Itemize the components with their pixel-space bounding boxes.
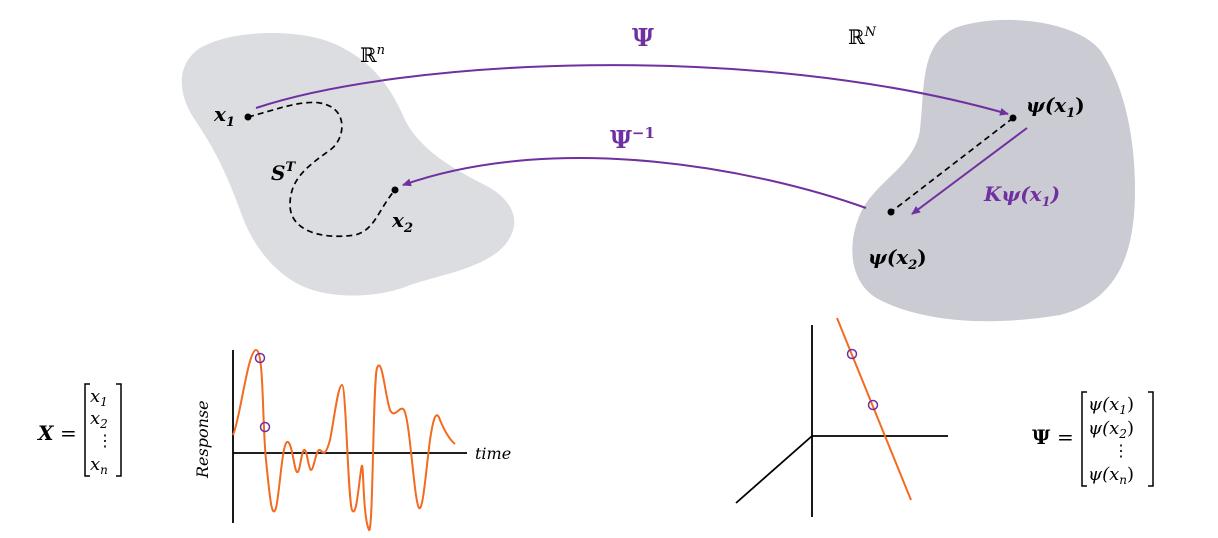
obs-vector-lhs: Ψ [1032, 425, 1051, 449]
state-entry-2: x2 [90, 408, 108, 431]
state-vector-left-bracket [84, 383, 90, 477]
point-x2 [391, 186, 399, 194]
label-trajectory: ST [271, 160, 296, 185]
observable-vector: Ψ = ψ(x1) ψ(x2) ⋮ ψ(xn) [1032, 391, 1154, 487]
lifted-sample-2 [867, 399, 879, 411]
koopman-label: Kψ(x1) [983, 182, 1060, 210]
response-ylabel: Response [193, 400, 212, 479]
label-psi-x1: ψ(x1) [1026, 93, 1085, 121]
state-vector-eq: = [60, 421, 77, 445]
label-x1: x1 [213, 102, 235, 130]
psi-forward-arrow [255, 64, 1009, 116]
obs-vector-eq: = [1057, 425, 1074, 449]
trajectory-curve [247, 101, 396, 238]
state-vector-right-bracket [116, 383, 122, 477]
obs-entry-2: ψ(x2) [1088, 418, 1134, 441]
response-signal [232, 348, 456, 532]
label-psi-x2: ψ(x2) [868, 245, 927, 273]
state-entry-dots: ⋮ [97, 431, 113, 450]
axis-diagonal [735, 435, 813, 504]
obs-entry-n: ψ(xn) [1088, 464, 1134, 487]
psi-forward-label: Ψ [632, 23, 654, 52]
state-space-blob [181, 32, 515, 296]
state-space-label: ℝn [360, 43, 385, 67]
psi-inverse-arrow [402, 157, 867, 209]
point-psi-x2 [887, 208, 895, 216]
obs-entry-1: ψ(x1) [1088, 394, 1134, 417]
obs-vector-right-bracket [1148, 391, 1154, 487]
observable-space-blob [852, 19, 1135, 322]
point-x1 [244, 113, 252, 121]
psi-inverse-label: Ψ−1 [610, 124, 655, 154]
lifted-trajectory-line [890, 117, 1014, 213]
state-entry-1: x1 [90, 386, 108, 409]
response-sample-1 [254, 352, 266, 364]
response-sample-2 [259, 421, 271, 433]
state-vector-lhs: X [36, 421, 55, 445]
response-xlabel: time [475, 444, 511, 463]
state-vector: X = x1 x2 ⋮ xn [36, 383, 122, 477]
state-entry-n: xn [90, 454, 108, 477]
obs-entry-dots: ⋮ [1113, 441, 1129, 460]
response-plot: Response time [193, 348, 511, 532]
lifted-axes-plot [735, 317, 948, 517]
point-psi-x1 [1009, 114, 1017, 122]
obs-vector-left-bracket [1081, 391, 1087, 487]
lifted-sample-1 [846, 348, 858, 360]
label-x2: x2 [391, 208, 413, 236]
observable-space-label: ℝN [848, 25, 877, 49]
koopman-arrow [911, 127, 1028, 215]
